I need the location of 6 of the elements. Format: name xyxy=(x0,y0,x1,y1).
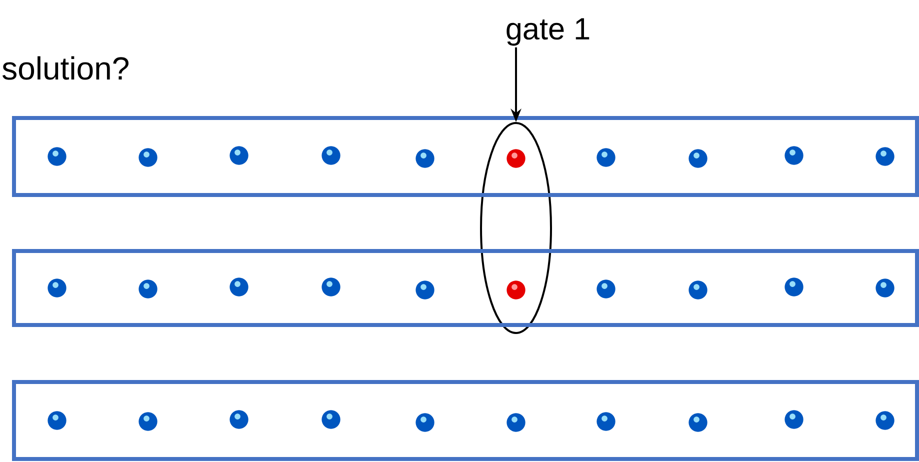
qubit-band xyxy=(12,249,919,327)
gate-ellipse xyxy=(480,122,552,334)
gate-label: gate 1 xyxy=(506,18,590,46)
qubit-band xyxy=(12,380,919,461)
qubit-band xyxy=(12,116,919,197)
question-text: solution? xyxy=(2,56,128,80)
